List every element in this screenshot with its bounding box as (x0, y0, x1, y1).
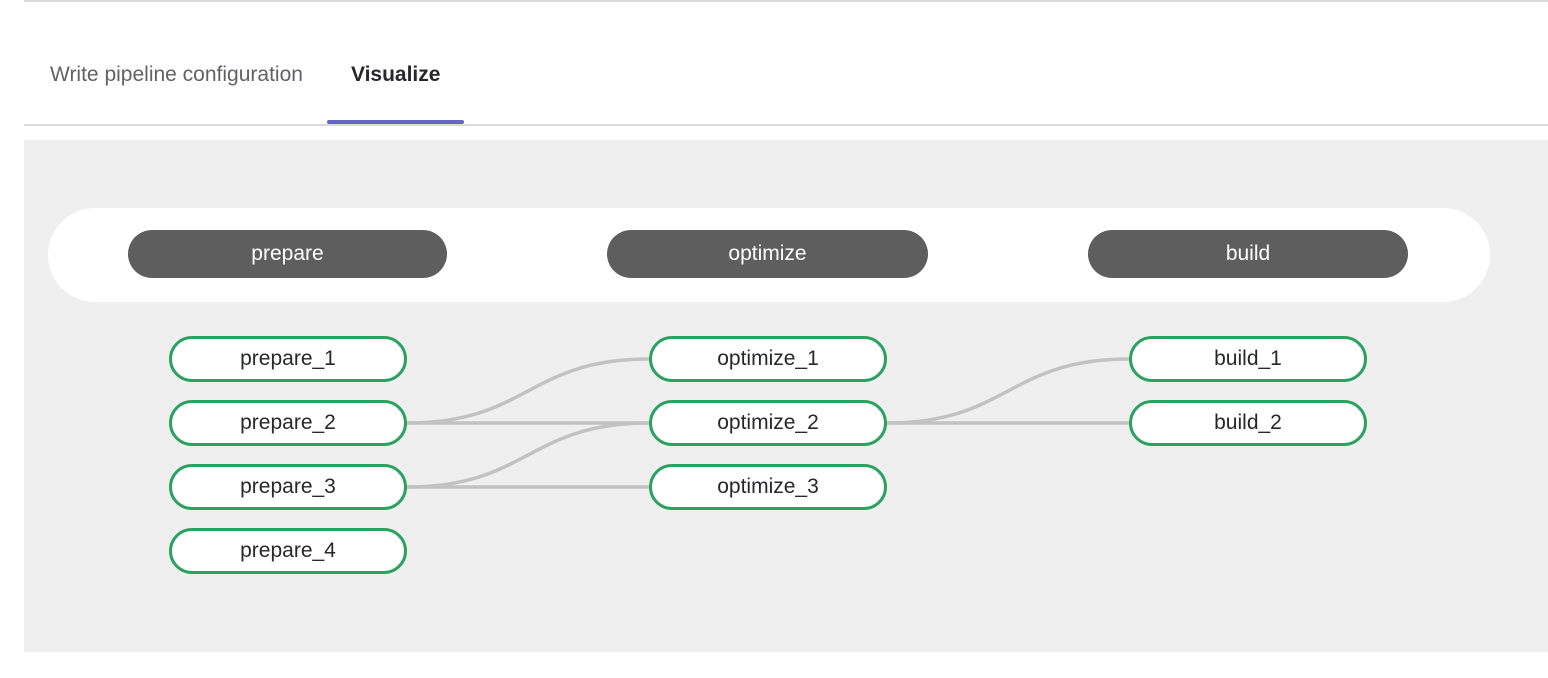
job-pill[interactable]: prepare_4 (169, 528, 407, 574)
job-pill[interactable]: prepare_2 (169, 400, 407, 446)
job-pill[interactable]: optimize_2 (649, 400, 887, 446)
job-pill[interactable]: optimize_1 (649, 336, 887, 382)
job-dependency-links (406, 357, 1130, 489)
stage-pill-prepare: prepare (128, 230, 447, 278)
link-prepare_2-to-optimize_1 (406, 357, 650, 425)
job-pill[interactable]: prepare_3 (169, 464, 407, 510)
tab-write-pipeline-configuration[interactable]: Write pipeline configuration (26, 2, 327, 124)
link-prepare_3-to-optimize_2 (406, 421, 650, 489)
tab-bar: Write pipeline configuration Visualize (24, 0, 1548, 126)
link-optimize_2-to-build_1 (886, 357, 1130, 425)
pipeline-graph-panel: prepare optimize build prepare_1 prepare… (24, 140, 1548, 652)
job-pill[interactable]: build_2 (1129, 400, 1367, 446)
stage-pill-optimize: optimize (607, 230, 928, 278)
job-pill[interactable]: optimize_3 (649, 464, 887, 510)
tab-visualize[interactable]: Visualize (326, 2, 465, 124)
stage-pill-build: build (1088, 230, 1408, 278)
job-pill[interactable]: build_1 (1129, 336, 1367, 382)
job-pill[interactable]: prepare_1 (169, 336, 407, 382)
